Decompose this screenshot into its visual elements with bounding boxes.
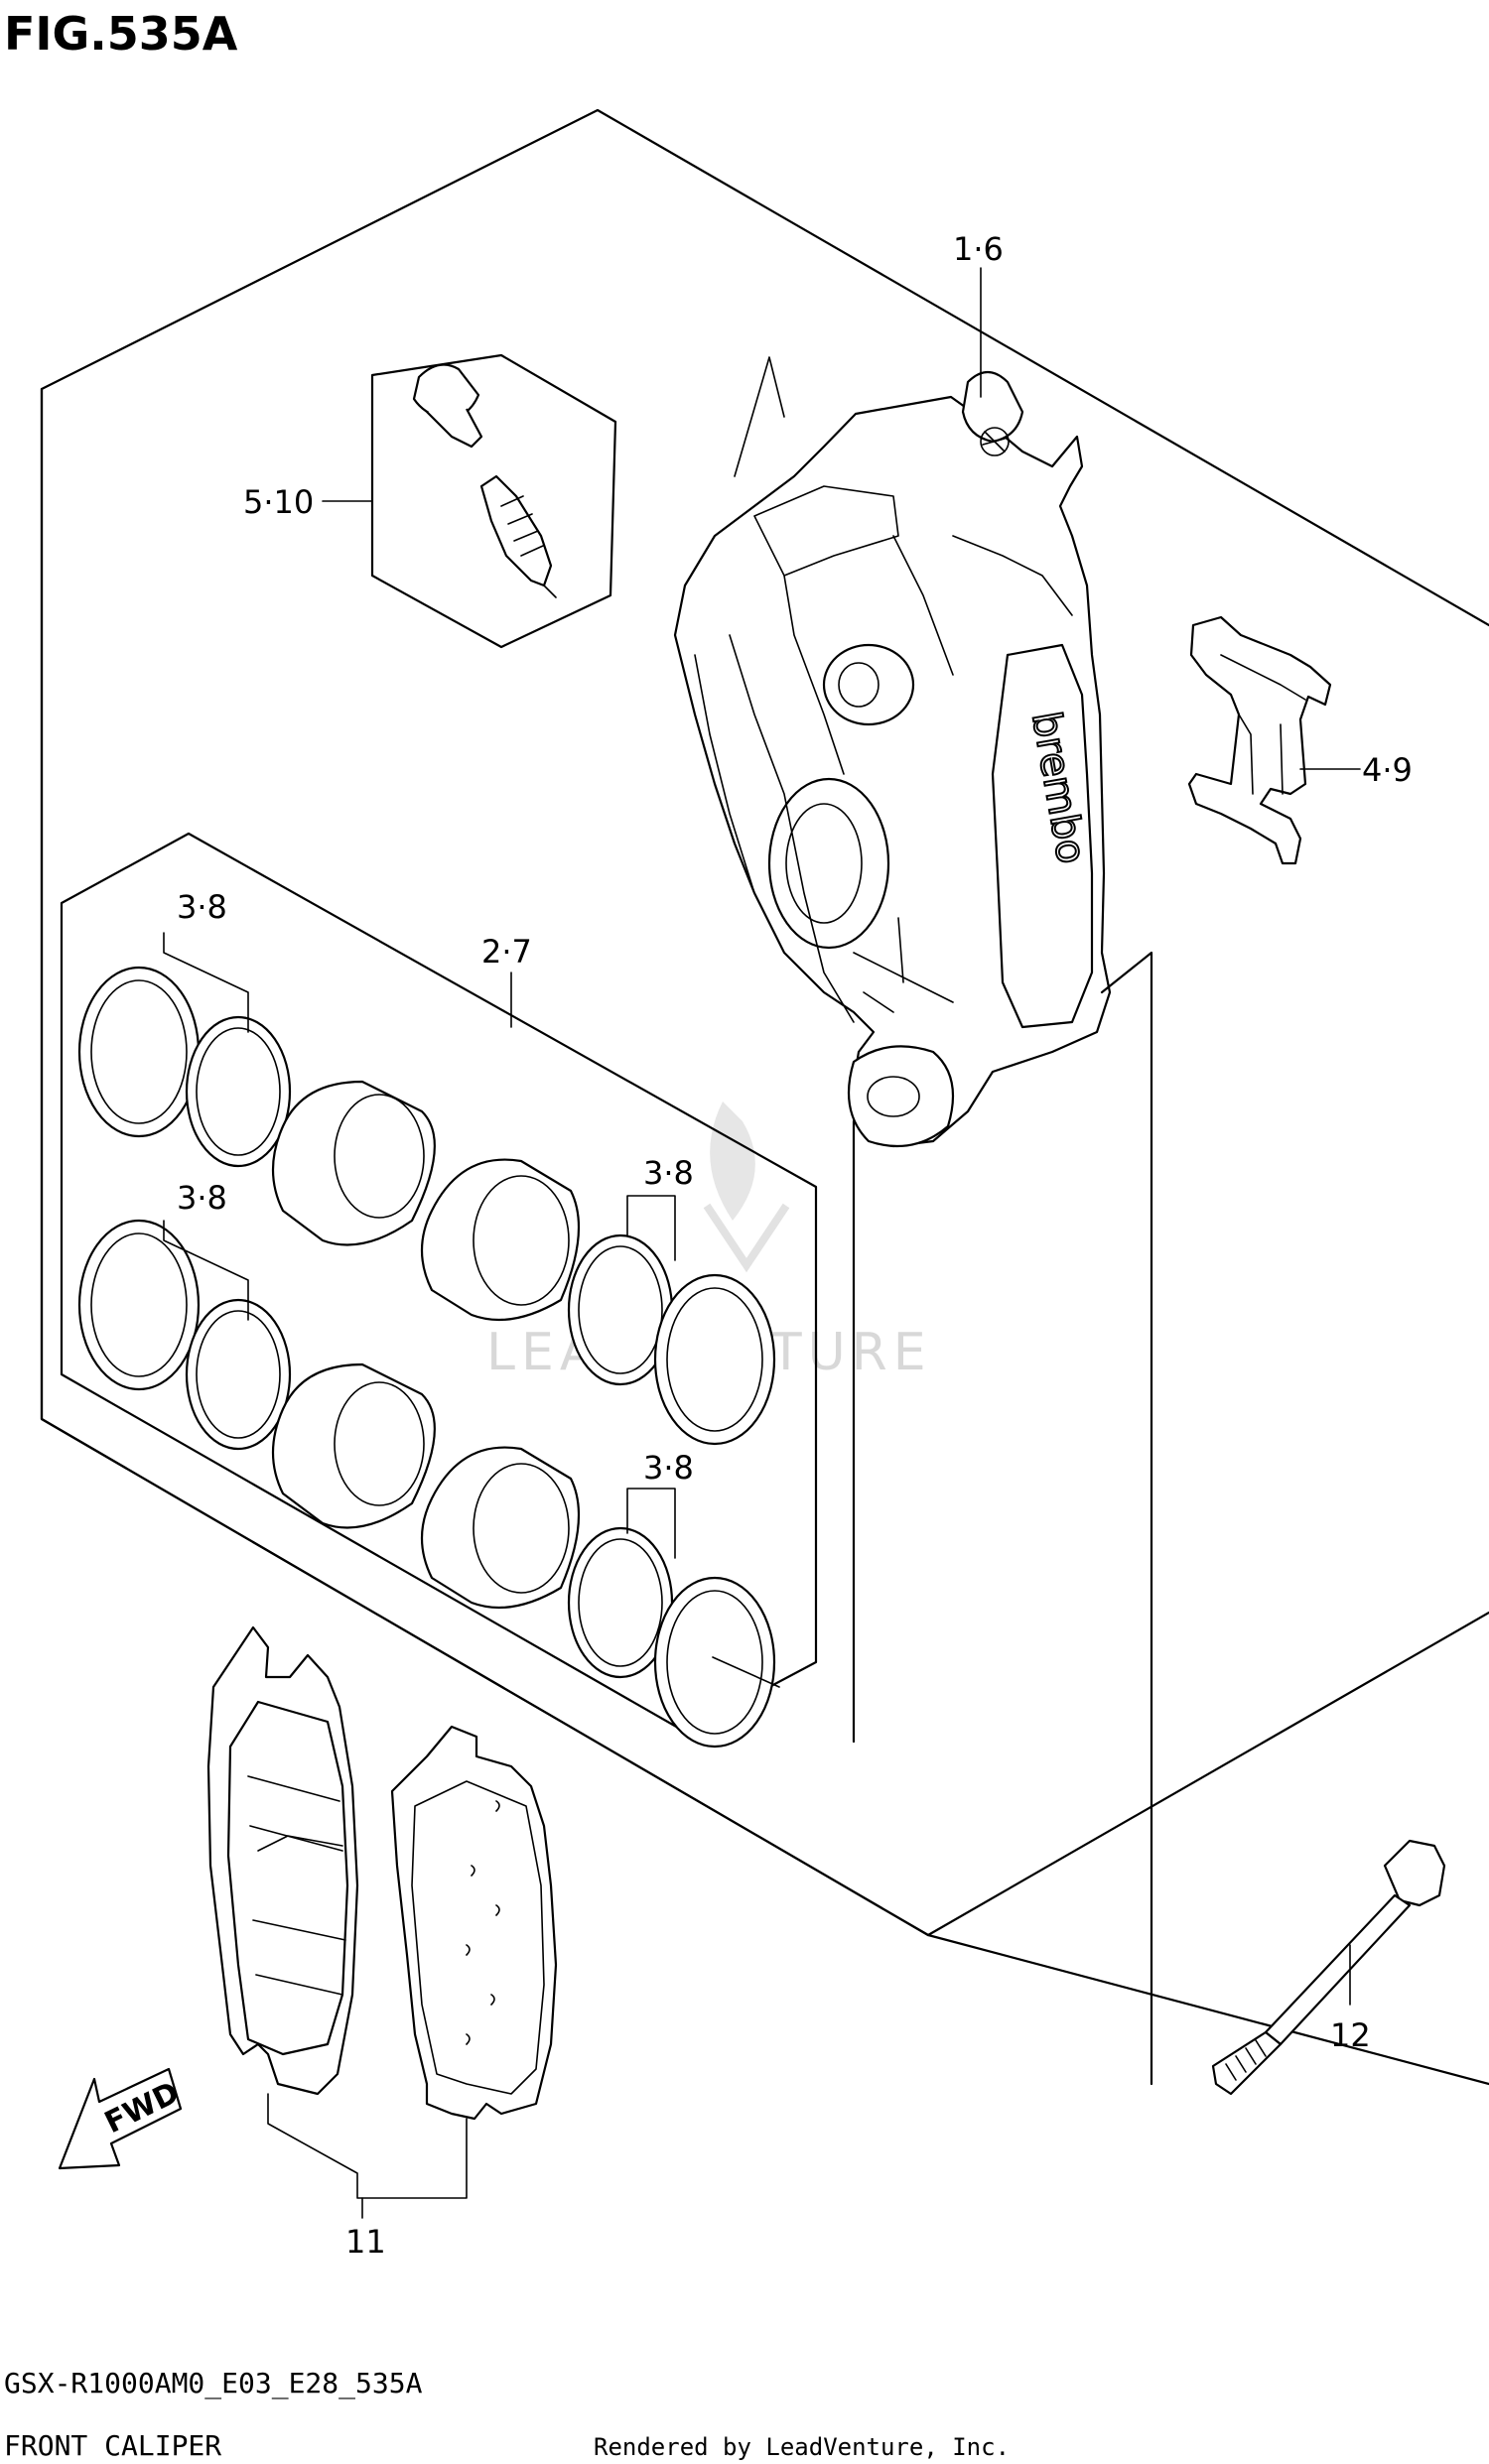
brake-caliper: brembo bbox=[673, 356, 1112, 1148]
callout-bleeder-set: 5·10 bbox=[243, 483, 314, 521]
leader-pad-set bbox=[267, 2093, 468, 2199]
model-code: GSX-R1000AM0_E03_E28_535A bbox=[4, 2367, 423, 2400]
callout-caliper-assy: 1·6 bbox=[953, 230, 1004, 268]
brake-pads bbox=[206, 1625, 558, 2121]
pad-spring bbox=[1187, 615, 1332, 865]
callout-seal-bottom-right: 3·8 bbox=[643, 1449, 694, 1487]
callout-pad-spring: 4·9 bbox=[1362, 751, 1413, 789]
callout-seal-mid-left: 3·8 bbox=[177, 1179, 227, 1217]
leader-seal-bottom-right bbox=[626, 1488, 676, 1559]
assembly-boundary-lower bbox=[40, 387, 1489, 1937]
mounting-bolt bbox=[1211, 1839, 1446, 2096]
leader-seal-top-left bbox=[163, 932, 249, 1033]
piston-set-boundary bbox=[60, 832, 818, 1734]
bleeder-valve-set bbox=[370, 353, 617, 649]
rendered-by: Rendered by LeadVenture, Inc. bbox=[594, 2433, 1010, 2461]
forward-arrow-icon: FWD bbox=[58, 2067, 185, 2170]
callout-piston-set: 2·7 bbox=[481, 933, 532, 971]
callout-pad-set: 11 bbox=[345, 2223, 386, 2261]
leader-seal-mid-right bbox=[626, 1195, 676, 1261]
section-name: FRONT CALIPER bbox=[4, 2429, 221, 2462]
callout-mounting-bolt: 12 bbox=[1330, 2016, 1371, 2054]
callout-seal-mid-right: 3·8 bbox=[643, 1154, 694, 1192]
leader-seal-mid-left bbox=[163, 1220, 249, 1321]
callout-seal-top-left: 3·8 bbox=[177, 888, 227, 926]
figure-title: FIG.535A bbox=[4, 7, 238, 61]
pistons-and-seals bbox=[77, 966, 780, 1749]
